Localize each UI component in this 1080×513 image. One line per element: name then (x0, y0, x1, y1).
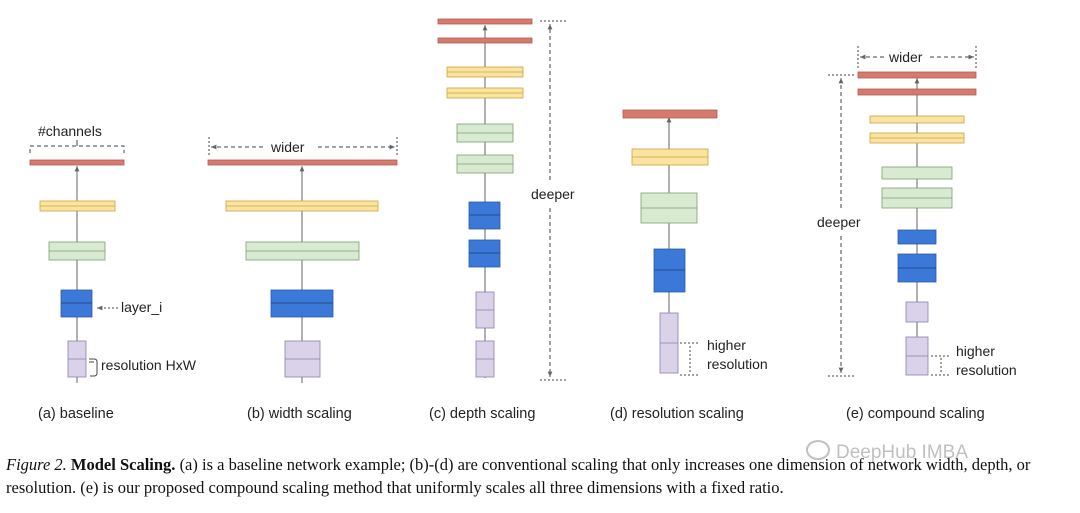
yellow-layer (869, 115, 965, 124)
figure-caption: Figure 2. Model Scaling. (a) is a baseli… (6, 453, 1076, 499)
panel-c: deeper (c) depth scaling (429, 18, 575, 422)
blue-layer (270, 289, 334, 318)
output-layer (437, 18, 533, 25)
chat-bubble-icon (806, 440, 830, 460)
green-layer (881, 166, 953, 180)
figure-label: Figure 2. (6, 455, 67, 474)
panel-label-b: (b) width scaling (247, 406, 352, 422)
blue-layer (468, 239, 501, 268)
output-layer (207, 159, 398, 166)
layer-i-note: layer_i (121, 299, 162, 315)
blue-layer (468, 201, 501, 230)
watermark-text: DeepHub IMBA (836, 442, 969, 463)
panel-e: wider deeper higher resolution (e) compo… (817, 46, 1017, 422)
watermark: DeepHub IMBA (806, 440, 968, 464)
panel-b: wider (b) width scaling (207, 137, 398, 422)
caption-title: Model Scaling. (70, 455, 176, 474)
blue-layer (653, 248, 686, 293)
panel-d: higher resolution (d) resolution scaling (610, 109, 768, 422)
panel-label-d: (d) resolution scaling (610, 406, 744, 422)
scaling-diagram: #channels layer_i resolution HxW (a) bas… (29, 18, 1017, 422)
output-layer (857, 71, 977, 79)
deeper-note: deeper (531, 186, 575, 202)
resolution-note: resolution (707, 356, 768, 372)
layer-i-block (60, 289, 93, 318)
lilac-block (905, 301, 929, 323)
channels-note: #channels (38, 123, 102, 139)
caption-text: (a) is a baseline network example; (b)-(… (6, 455, 1031, 497)
panel-label-a: (a) baseline (38, 406, 114, 422)
wider-note: wider (270, 139, 305, 155)
output-layer (29, 159, 125, 166)
deeper-note: deeper (817, 214, 861, 230)
blue-layer (897, 229, 937, 245)
output-layer (437, 37, 533, 44)
panel-label-e: (e) compound scaling (846, 406, 985, 422)
resolution-note: resolution (956, 362, 1017, 378)
resolution-note: resolution HxW (101, 357, 197, 373)
output-layer (622, 109, 718, 119)
wider-note: wider (888, 49, 923, 65)
higher-note: higher (707, 337, 746, 353)
output-layer (857, 88, 977, 96)
panel-label-c: (c) depth scaling (429, 406, 535, 422)
channels-bracket (29, 145, 125, 153)
panel-a: #channels layer_i resolution HxW (a) bas… (29, 123, 197, 422)
model-scaling-figure: #channels layer_i resolution HxW (a) bas… (29, 18, 1017, 422)
higher-note: higher (956, 343, 995, 359)
